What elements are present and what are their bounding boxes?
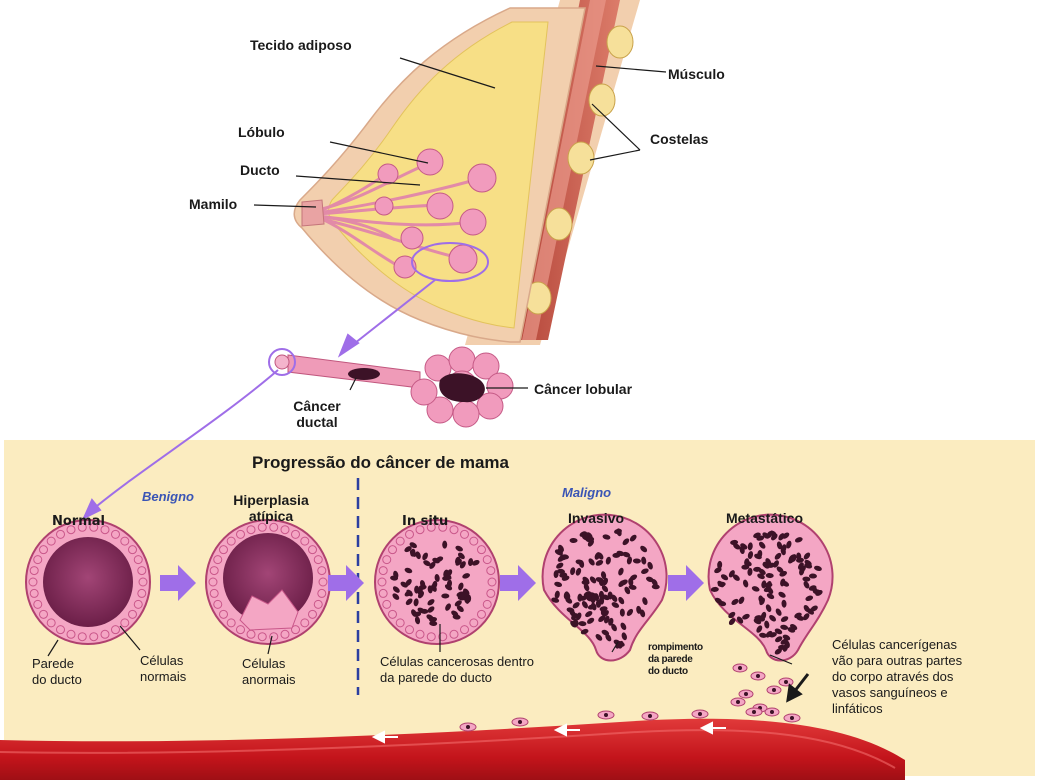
caption-normais: Células normais [140, 653, 186, 685]
label-cancer-lobular: Câncer lobular [534, 381, 632, 397]
label-musculo: Músculo [668, 66, 725, 82]
caption-cancerosas: Células cancerosas dentro da parede do d… [380, 654, 534, 686]
stage-hiperplasia: Hiperplasia atípica [228, 492, 314, 524]
rib [546, 208, 572, 240]
stage-normal: Normal [52, 514, 105, 530]
ductal-cancer-mass [348, 368, 380, 380]
rib [568, 142, 594, 174]
label-tecido-adiposo: Tecido adiposo [250, 37, 352, 53]
label-lobulo: Lóbulo [238, 124, 285, 140]
label-ducto: Ducto [240, 162, 280, 178]
cell-in-situ [375, 520, 499, 644]
stage-metastatico: Metastático [726, 510, 803, 526]
caption-parede: Parede do ducto [32, 656, 82, 688]
label-benigno: Benigno [142, 489, 194, 505]
cell-normal [26, 520, 150, 644]
lobular-cancer-mass [439, 373, 485, 402]
label-costelas: Costelas [650, 131, 708, 147]
nipple [302, 200, 324, 226]
label-maligno: Maligno [562, 485, 611, 501]
progression-title: Progressão do câncer de mama [252, 453, 509, 473]
label-mamilo: Mamilo [189, 196, 237, 212]
stage-invasivo: Invasivo [568, 510, 624, 526]
caption-anormais: Células anormais [242, 656, 295, 688]
caption-cancerigenas: Células cancerígenas vão para outras par… [832, 637, 962, 717]
cell-hiperplasia [206, 520, 330, 644]
rib [607, 26, 633, 58]
caption-rompimento: rompimento da parede do ducto [648, 642, 703, 678]
stage-in-situ: In situ [402, 514, 448, 530]
label-cancer-ductal: Câncer ductal [282, 398, 352, 430]
rib [589, 84, 615, 116]
